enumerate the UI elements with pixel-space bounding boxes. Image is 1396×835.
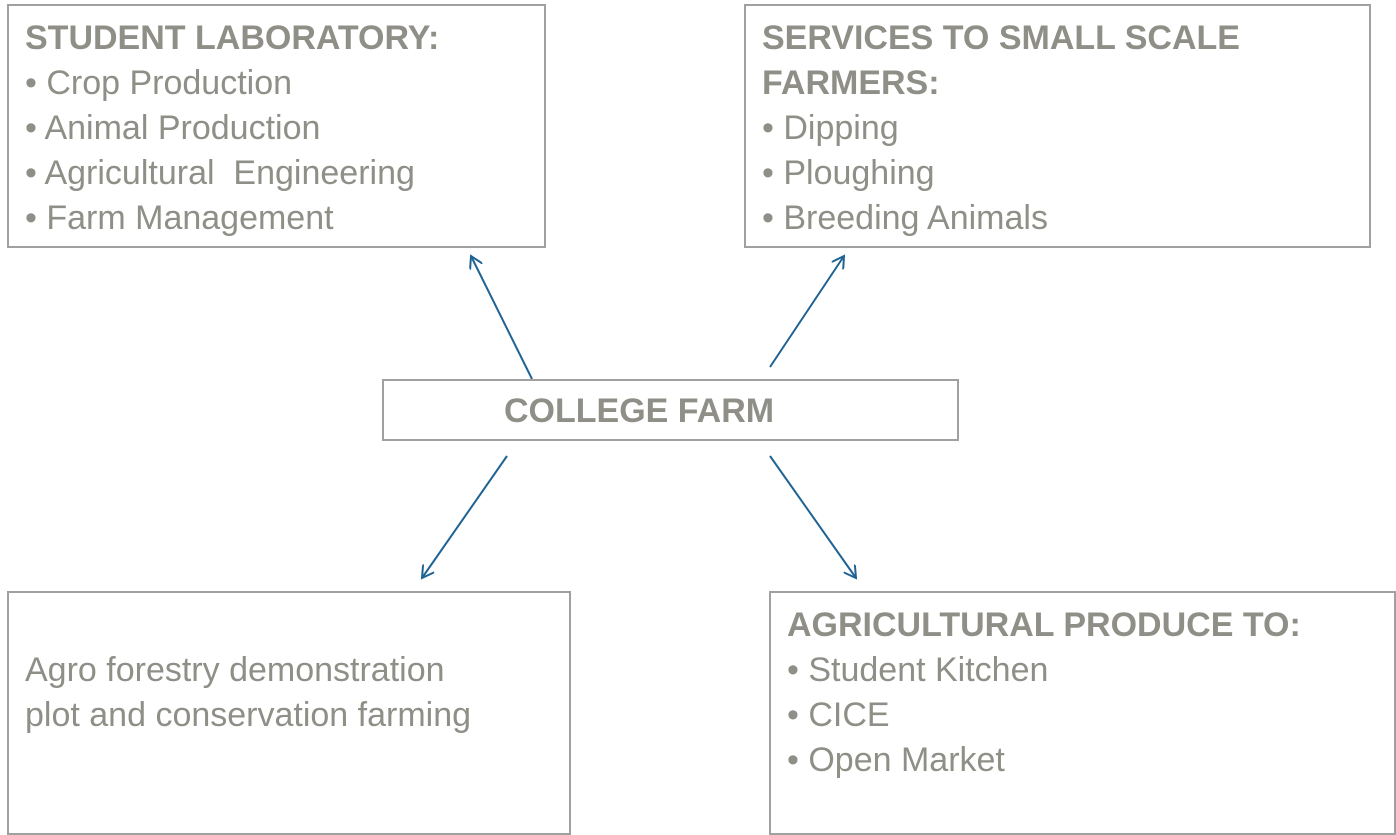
arrow-to-services bbox=[769, 256, 844, 368]
student-laboratory-box: STUDENT LABORATORY: • Crop Production • … bbox=[7, 4, 546, 248]
agricultural-produce-item: • CICE bbox=[787, 696, 890, 734]
arrow-to-student-laboratory bbox=[471, 256, 533, 380]
agricultural-produce-box: AGRICULTURAL PRODUCE TO: • Student Kitch… bbox=[769, 591, 1396, 835]
student-laboratory-item: • Farm Management bbox=[25, 199, 334, 237]
services-item: • Ploughing bbox=[762, 154, 935, 192]
agricultural-produce-item: • Student Kitchen bbox=[787, 651, 1049, 689]
agro-forestry-box: Agro forestry demonstration plot and con… bbox=[7, 591, 571, 835]
agricultural-produce-title: AGRICULTURAL PRODUCE TO: bbox=[787, 606, 1301, 644]
services-item: • Breeding Animals bbox=[762, 199, 1048, 237]
arrow-to-agro-forestry bbox=[422, 455, 508, 578]
services-item: • Dipping bbox=[762, 109, 899, 147]
college-farm-title: COLLEGE FARM bbox=[504, 392, 775, 430]
services-title: SERVICES TO SMALL SCALE FARMERS: bbox=[762, 19, 1240, 102]
student-laboratory-title: STUDENT LABORATORY: bbox=[25, 19, 440, 57]
agro-forestry-text: plot and conservation farming bbox=[25, 696, 472, 734]
agro-forestry-text: Agro forestry demonstration bbox=[25, 651, 445, 689]
student-laboratory-item: • Animal Production bbox=[25, 109, 321, 147]
services-box: SERVICES TO SMALL SCALE FARMERS: • Dippi… bbox=[744, 4, 1371, 248]
student-laboratory-item: • Agricultural Engineering bbox=[25, 154, 415, 192]
agricultural-produce-item: • Open Market bbox=[787, 741, 1005, 779]
student-laboratory-item: • Crop Production bbox=[25, 64, 293, 102]
arrow-to-agricultural-produce bbox=[769, 455, 856, 578]
college-farm-box: COLLEGE FARM bbox=[382, 379, 959, 441]
